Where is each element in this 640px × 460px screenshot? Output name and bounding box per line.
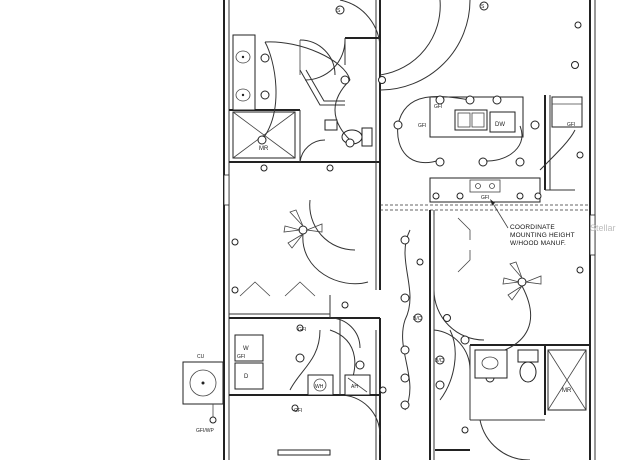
hood-note-leader	[490, 199, 509, 229]
note-line-2: MOUNTING HEIGHT	[510, 232, 575, 239]
ceiling-fan-icon	[283, 209, 323, 249]
tub-angle	[299, 69, 345, 131]
note-line-3: W/HOOD MANUF.	[510, 240, 566, 247]
dryer-label: D	[244, 374, 249, 380]
door-swings	[299, 0, 530, 460]
watermark: Stellar	[590, 223, 616, 233]
island-gfi-label: GFI	[434, 104, 442, 110]
air-handler	[344, 374, 371, 396]
bifold-doors	[239, 215, 471, 300]
vanity-light-bar	[277, 449, 331, 456]
laundry-gfi-label: GFI	[237, 354, 245, 360]
exterior-walls	[223, 0, 596, 460]
fridge-gfi-label: GFI	[567, 122, 575, 128]
dishwasher-label: DW	[495, 122, 505, 128]
switch-icons	[335, 1, 579, 365]
exterior-gfi-label: GFI/WP	[196, 428, 214, 434]
hall-gfi-label: GFI	[298, 327, 306, 333]
vanity	[232, 34, 256, 111]
light-fixtures	[231, 53, 540, 410]
counter-gfi-label: GFI	[481, 195, 489, 201]
island-gfi-label-2: GFI	[418, 123, 426, 129]
wiring-arcs	[261, 41, 576, 411]
lower-bath-fixtures	[474, 349, 587, 411]
laundry-gfi-label-2: GFI	[294, 408, 302, 414]
condensing-unit	[182, 361, 224, 424]
refrigerator	[551, 96, 583, 128]
washer-dryer	[234, 334, 264, 390]
receptacles	[231, 151, 584, 434]
bc-label: B/C	[435, 358, 444, 364]
condenser-label: CU	[197, 354, 205, 360]
note-line-1: COORDINATE	[510, 224, 555, 231]
kitchen-island	[429, 96, 524, 138]
water-heater	[307, 374, 334, 396]
mirror-label: MR	[259, 146, 269, 152]
switch-label: S	[481, 4, 485, 10]
smoke-detectors	[379, 21, 582, 394]
switch-label: S	[337, 8, 341, 14]
water-heater-label: WH	[315, 384, 324, 390]
shower	[232, 111, 296, 159]
washer-label: W	[243, 346, 249, 352]
mirror-label-2: MR	[562, 388, 572, 394]
bc-label: B/C	[413, 316, 422, 322]
air-handler-label: AH	[351, 384, 358, 390]
ceiling-fan-icon	[502, 261, 542, 301]
